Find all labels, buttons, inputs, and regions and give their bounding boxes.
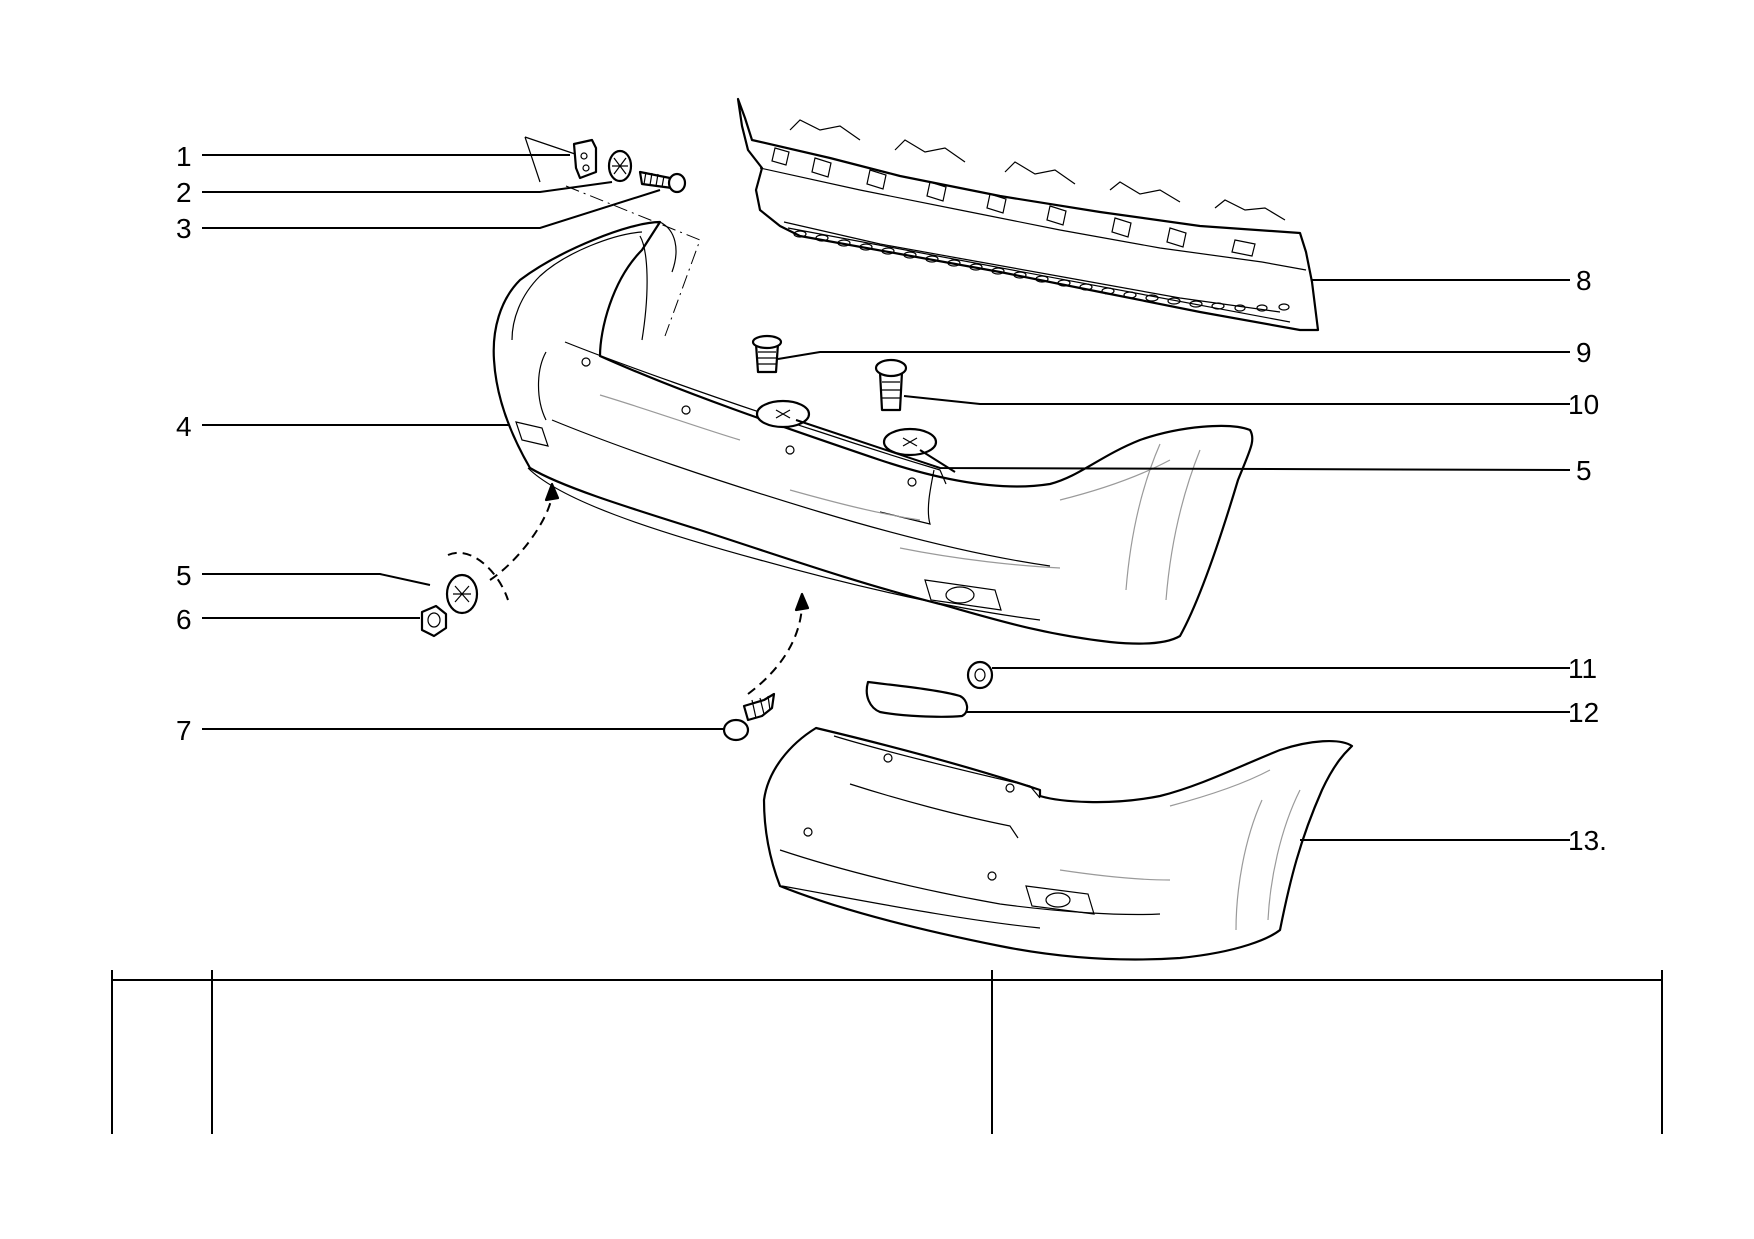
callout-11: 11 xyxy=(1568,653,1597,684)
part-7-clip xyxy=(722,692,776,742)
part-4-bumper-cover xyxy=(492,220,1254,645)
callout-3: 3 xyxy=(176,213,192,244)
part-11-nut xyxy=(966,660,994,690)
group-bracket-line xyxy=(524,136,576,183)
callout-1: 1 xyxy=(176,141,192,172)
part-9-bolt xyxy=(751,334,783,374)
callout-10: 10 xyxy=(1568,389,1599,420)
part-3-screw xyxy=(638,170,687,194)
callout-4: 4 xyxy=(176,411,192,442)
callout-numbers: 1 2 3 4 5 6 7 8 9 10 5 11 12 13. xyxy=(176,141,1607,856)
assembly-arrow-7 xyxy=(747,605,803,695)
callout-5-right: 5 xyxy=(1576,455,1592,486)
arrowhead-7 xyxy=(794,592,810,612)
assembly-arrow-6 xyxy=(489,495,553,581)
callout-2: 2 xyxy=(176,177,192,208)
callout-6: 6 xyxy=(176,604,192,635)
arrowhead-6 xyxy=(544,482,560,502)
callout-8: 8 xyxy=(1576,265,1592,296)
part-2-washer xyxy=(607,149,633,183)
callout-13: 13. xyxy=(1568,825,1607,856)
callout-7: 7 xyxy=(176,715,192,746)
assembly-centerline xyxy=(565,185,701,337)
part-6-nut xyxy=(420,604,448,638)
title-block xyxy=(111,970,1663,1134)
part-13-bumper-cover xyxy=(762,726,1354,961)
callout-9: 9 xyxy=(1576,337,1592,368)
callout-12: 12 xyxy=(1568,697,1599,728)
part-1-bracket xyxy=(572,138,598,180)
leader-lines xyxy=(202,154,1571,841)
part-8-bumper-beam xyxy=(736,97,1320,332)
callout-5-left: 5 xyxy=(176,560,192,591)
part-10-bolt xyxy=(874,358,908,412)
part-5-washer-upper xyxy=(755,399,938,457)
part-12-trim xyxy=(865,680,969,718)
part-5-washer-lower xyxy=(445,573,479,615)
assembly-arrow-5 xyxy=(447,551,509,601)
